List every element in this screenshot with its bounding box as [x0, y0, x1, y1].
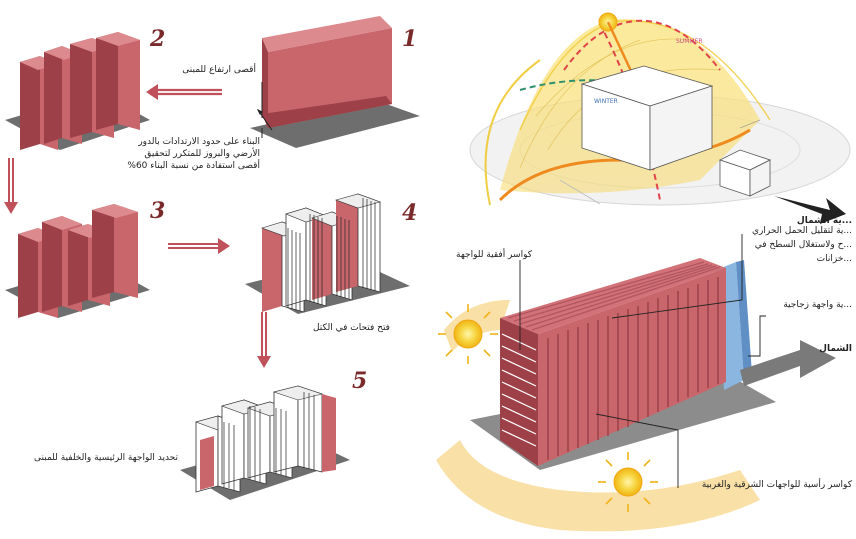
building-louvers-diagram: [436, 234, 836, 532]
annotation-glass-facade: ...ية واجهة زجاجية: [783, 300, 852, 310]
arrow-1-to-2: [146, 84, 222, 100]
step-5-mass: [180, 385, 350, 500]
annotation-roof-line2: ...ح ولاستغلال السطح في: [754, 240, 852, 250]
label-max-height: أقصى ارتفاع للمبنى: [182, 65, 256, 75]
step-number-1: 1: [402, 26, 418, 52]
step-number-5: 5: [352, 368, 368, 394]
step-number-2: 2: [150, 26, 166, 52]
roof-ribs: [507, 261, 721, 331]
annotation-roof-line1: ...ية لتقليل الحمل الحراري: [752, 226, 852, 236]
sun-icon-west: [598, 452, 658, 512]
step-1-mass: [250, 16, 420, 148]
annotation-roof-head: ...ية الشمال: [796, 216, 852, 226]
sun-icon-east: [438, 304, 498, 364]
annotation-vertical-louvers: كواسر رأسية للواجهات الشرقية والغربية: [701, 480, 852, 490]
step-2-mass: [5, 32, 150, 150]
sun-label-winter: WINTER: [594, 98, 618, 105]
annotation-roof-line3: ...خزانات: [816, 254, 852, 264]
step-number-4: 4: [402, 200, 418, 226]
vertical-louvers: [547, 277, 719, 460]
leader-lines: [519, 234, 766, 488]
label-setbacks-line1: البناء على حدود الارتدادات بالدور: [138, 137, 260, 147]
label-openings: فتح فتحات في الكتل: [312, 323, 390, 333]
label-setbacks-line2: الأرضي والبروز للمتكرر لتحقيق: [144, 149, 260, 159]
label-facades: تحديد الواجهة الرئيسية والخلفية للمبنى: [34, 453, 178, 463]
arrow-3-to-4: [168, 238, 230, 254]
sun-path-diagram: [462, 0, 856, 224]
sun-label-summer: SUMMER: [676, 38, 703, 45]
flow-arrows: [4, 84, 271, 368]
label-setbacks-line3: أقصى استفادة من نسبة البناء 60%: [127, 161, 260, 171]
arrow-4-to-5: [257, 312, 271, 368]
dimension-lines: [256, 108, 273, 138]
arrow-2-to-3: [4, 158, 18, 214]
annotation-north: الشمال: [819, 344, 852, 354]
annotation-horizontal-louvers: كواسر أفقية للواجهة: [456, 250, 532, 260]
step-number-3: 3: [150, 198, 166, 224]
step-3-mass: [5, 204, 150, 318]
horizontal-louvers: [501, 333, 537, 447]
step-4-mass: [245, 193, 410, 314]
